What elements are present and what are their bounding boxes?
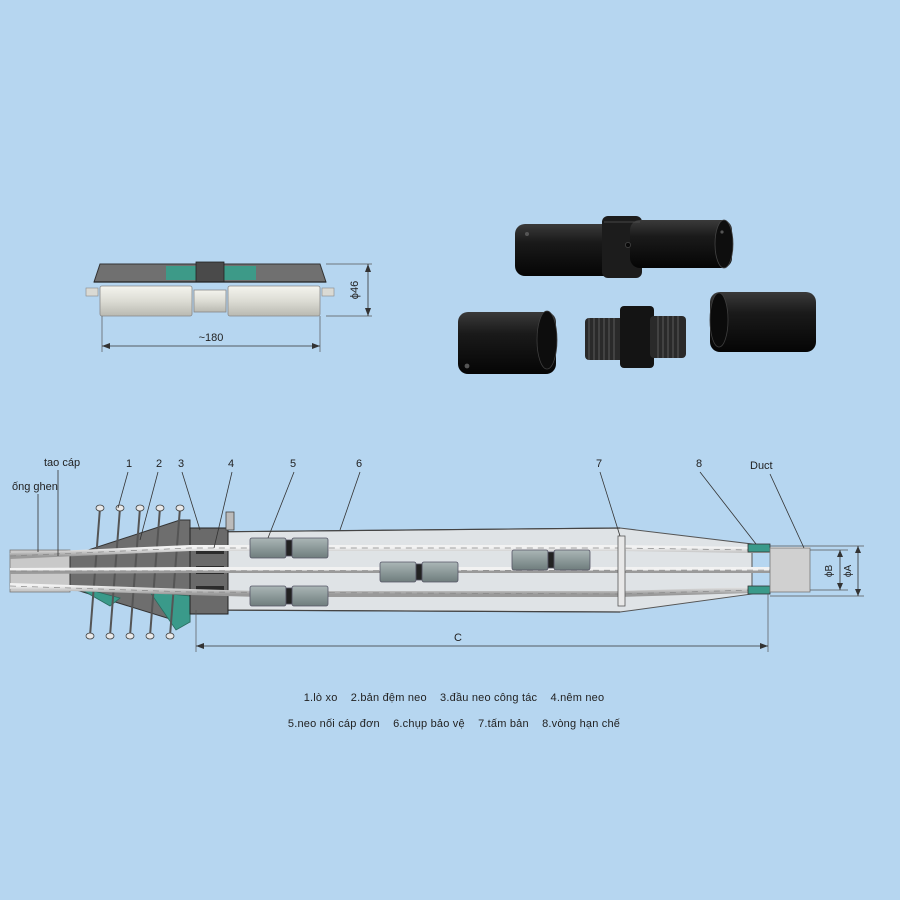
callout-1: 1	[126, 458, 132, 470]
dimension-phi-b-label: ϕB	[824, 565, 835, 578]
callout-8: 8	[696, 458, 702, 470]
callout-ong-ghen: ống ghen	[12, 481, 58, 493]
callout-duct: Duct	[750, 460, 773, 472]
callout-6: 6	[356, 458, 362, 470]
callout-5: 5	[290, 458, 296, 470]
legend-item-anchor-wedge: 4.nêm neo	[550, 692, 605, 704]
dimension-phi-a-label: ϕA	[843, 565, 854, 578]
center-nut	[195, 261, 225, 283]
callout-3: 3	[178, 458, 184, 470]
legend-item-protective-cap: 6.chụp bảo vệ	[393, 718, 465, 730]
width-dimension-label: ~180	[199, 332, 224, 344]
duct-end	[769, 547, 811, 593]
dimension-c-label: C	[454, 632, 462, 644]
legend-row-2: 5.neo nối cáp đơn 6.chụp bảo vệ 7.tấm bả…	[0, 718, 900, 730]
legend-row-1: 1.lò xo 2.bản đệm neo 3.đầu neo công tác…	[0, 692, 900, 704]
callout-4: 4	[228, 458, 234, 470]
legend-item-single-coupler: 5.neo nối cáp đơn	[287, 718, 380, 730]
single-strand-couplers	[249, 537, 591, 607]
sleeve-left-icon	[458, 310, 558, 374]
coupler-section-drawing: ~180 ϕ46	[85, 261, 372, 352]
callout-tao-cap: tao cáp	[44, 457, 80, 469]
legend-item-working-anchor: 3.đầu neo công tác	[440, 692, 538, 704]
wedge-plate-stud	[225, 511, 235, 531]
anchor-assembly-drawing: C ϕB ϕA	[9, 504, 864, 652]
legend-item-bearing-plate: 2.bản đệm neo	[350, 692, 427, 704]
legend-item-limit-ring: 8.vòng hạn chế	[542, 718, 621, 730]
roller-center	[193, 289, 227, 313]
end-plate	[617, 535, 626, 607]
diameter-dimension-label: ϕ46	[349, 281, 361, 299]
callout-7: 7	[596, 458, 602, 470]
roller-right	[227, 285, 321, 317]
sleeve-right-icon	[709, 292, 816, 352]
threaded-connector-icon	[585, 306, 686, 368]
roller-left	[99, 285, 193, 317]
legend-item-plate: 7.tấm bản	[478, 718, 529, 730]
coupler-assembled-icon	[515, 216, 734, 278]
legend-item-spring: 1.lò xo	[303, 692, 338, 704]
callout-2: 2	[156, 458, 162, 470]
callouts: tao cáp ống ghen 1 2 3 4 5 6 7 8 Duct	[12, 457, 805, 556]
